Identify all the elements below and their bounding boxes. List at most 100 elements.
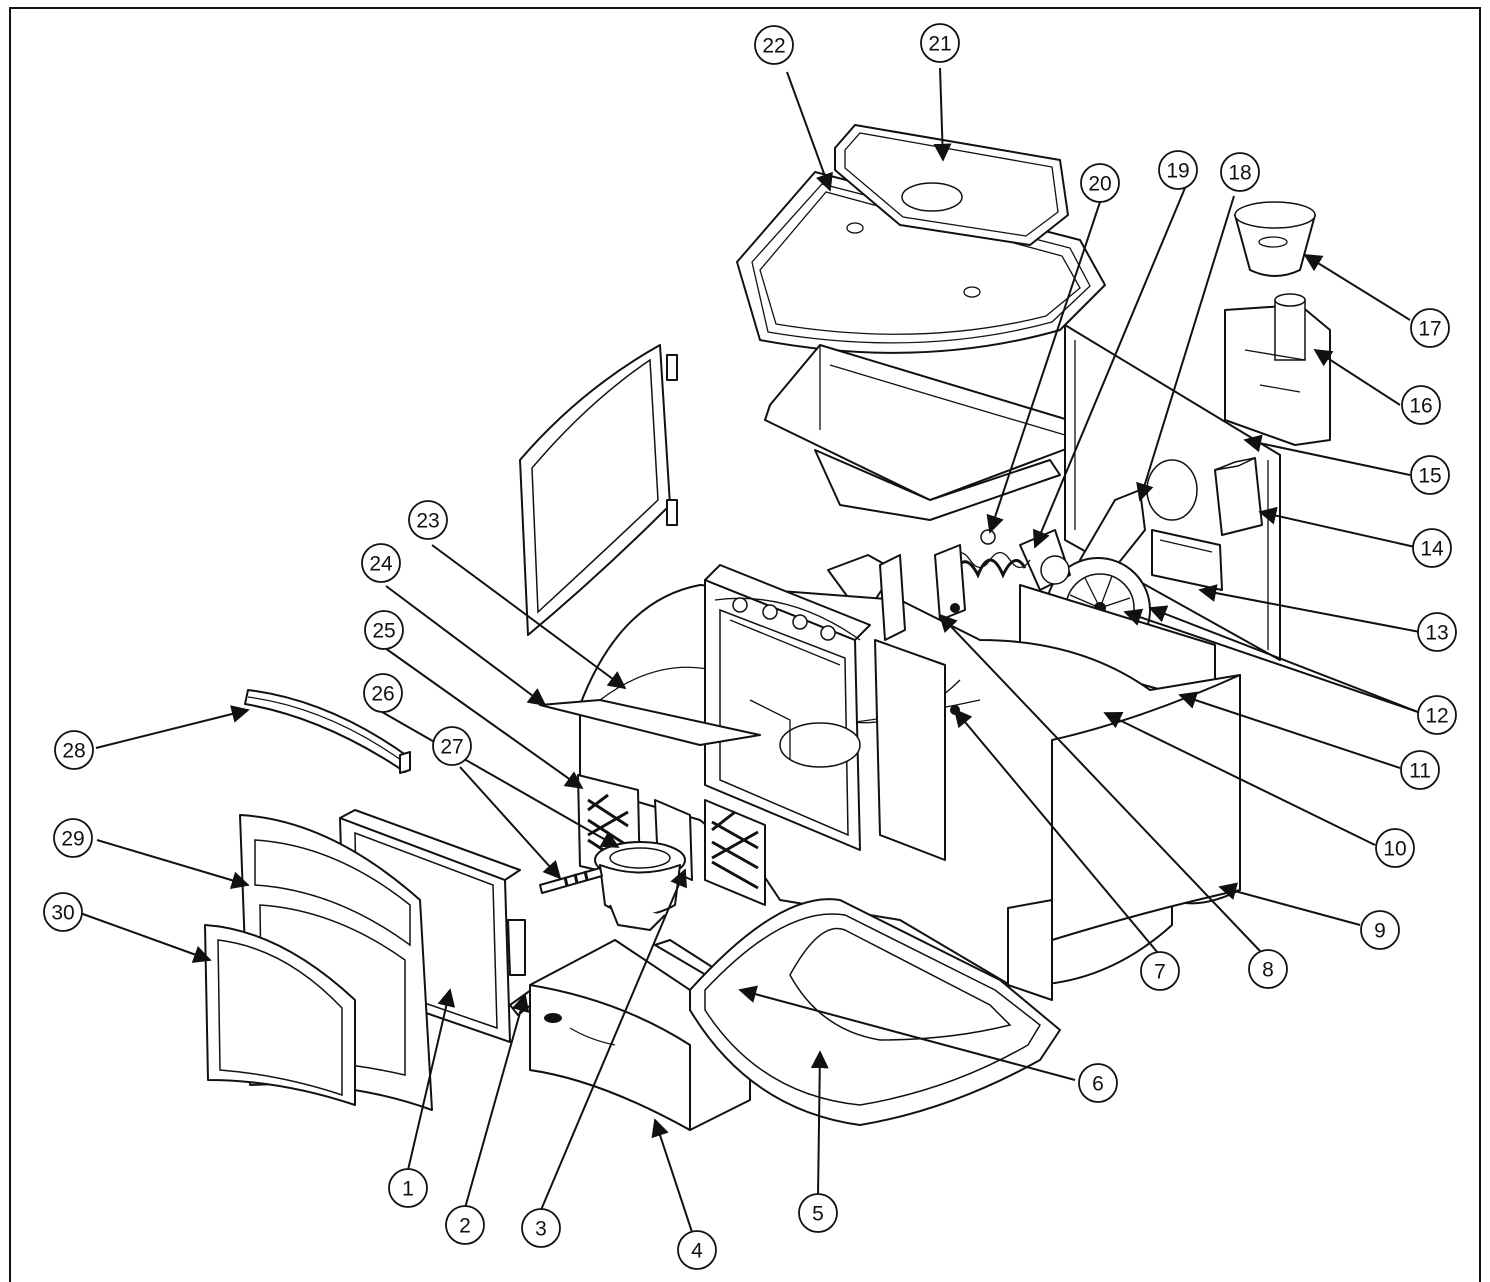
firebox-side-panel [874,554,946,861]
auger-motor-19 [1019,529,1071,591]
callout-20: 20 [1080,163,1120,203]
callout-number: 10 [1383,838,1406,861]
callout-number: 16 [1409,395,1432,418]
callout-circle [364,610,404,650]
callout-circle [1417,695,1457,735]
baffle-24 [539,699,761,746]
callout-21: 21 [920,23,960,63]
callout-number: 1 [402,1178,414,1201]
callout-22: 22 [754,25,794,65]
callout-11: 11 [1400,750,1440,790]
callout-number: 8 [1262,959,1274,982]
exhaust-adapter-16 [1224,293,1331,446]
hopper-lid-21 [834,124,1069,246]
callout-circle [1410,455,1450,495]
callout-6: 6 [1078,1063,1118,1103]
callout-number: 20 [1088,173,1111,196]
callout-12: 12 [1417,695,1457,735]
callout-29: 29 [53,818,93,858]
callout-number: 24 [369,553,393,576]
top-trim-28 [244,689,411,774]
callout-number: 27 [440,736,463,759]
callout-circle [43,892,83,932]
callout-circle [408,500,448,540]
callout-circle [1360,910,1400,950]
side-glass-panel [519,344,678,636]
callout-number: 6 [1092,1073,1104,1096]
callout-23: 23 [408,500,448,540]
control-box-14 [1214,457,1263,536]
callout-number: 30 [51,902,74,925]
callout-number: 23 [416,510,439,533]
callout-15: 15 [1410,455,1450,495]
diagram-frame [9,7,1481,1282]
callout-number: 4 [691,1240,703,1263]
callout-number: 2 [459,1215,471,1238]
callout-8: 8 [1248,949,1288,989]
callout-circle [388,1168,428,1208]
callout-circle [1220,152,1260,192]
callout-3: 3 [521,1208,561,1248]
callout-number: 22 [762,35,785,58]
callout-circle [54,730,94,770]
callout-1: 1 [388,1168,428,1208]
callout-number: 7 [1154,961,1166,984]
callout-circle [1412,528,1452,568]
callout-circle [920,23,960,63]
callout-circle [1400,750,1440,790]
callout-24: 24 [361,543,401,583]
callout-number: 15 [1418,465,1441,488]
callout-circle [1410,308,1450,348]
hopper-top-22 [736,171,1106,354]
callout-number: 26 [371,683,394,706]
callout-number: 13 [1425,622,1448,645]
circuit-board-13 [1151,529,1223,591]
callout-circle [432,726,472,766]
firebrick-panel-right [704,799,766,906]
callout-number: 18 [1228,162,1251,185]
callout-16: 16 [1401,385,1441,425]
callout-number: 14 [1420,538,1444,561]
callout-number: 29 [61,828,84,851]
callout-number: 25 [372,620,395,643]
heat-exchanger-tubes [714,597,861,641]
callout-19: 19 [1158,150,1198,190]
callout-circle [677,1230,717,1270]
callout-number: 12 [1425,705,1448,728]
callout-circle [363,673,403,713]
callout-14: 14 [1412,528,1452,568]
glass-frame-30 [204,924,356,1106]
igniter-27 [539,867,603,894]
outside-air-cap-17 [1234,201,1316,277]
callout-18: 18 [1220,152,1260,192]
side-panel-9 [1007,674,1241,1001]
callout-circle [1248,949,1288,989]
callout-number: 28 [62,740,85,763]
back-panel-15 [1064,324,1281,661]
callout-17: 17 [1410,308,1450,348]
callout-circle [1078,1063,1118,1103]
callout-circle [754,25,794,65]
callout-circle [1158,150,1198,190]
leader-lines [79,67,1421,1233]
bottom-trim-5 [689,898,1061,1126]
callout-circle [1375,828,1415,868]
callout-number: 11 [1409,760,1431,783]
callout-number: 19 [1166,160,1189,183]
callout-25: 25 [364,610,404,650]
callout-27: 27 [432,726,472,766]
callout-13: 13 [1417,612,1457,652]
callout-30: 30 [43,892,83,932]
callout-number: 17 [1418,318,1441,341]
callout-number: 21 [928,33,951,56]
callout-circle [445,1205,485,1245]
callout-circle [53,818,93,858]
hopper-body [764,344,1091,521]
callout-circle [1140,951,1180,991]
callout-circle [361,543,401,583]
callout-7: 7 [1140,951,1180,991]
callout-9: 9 [1360,910,1400,950]
